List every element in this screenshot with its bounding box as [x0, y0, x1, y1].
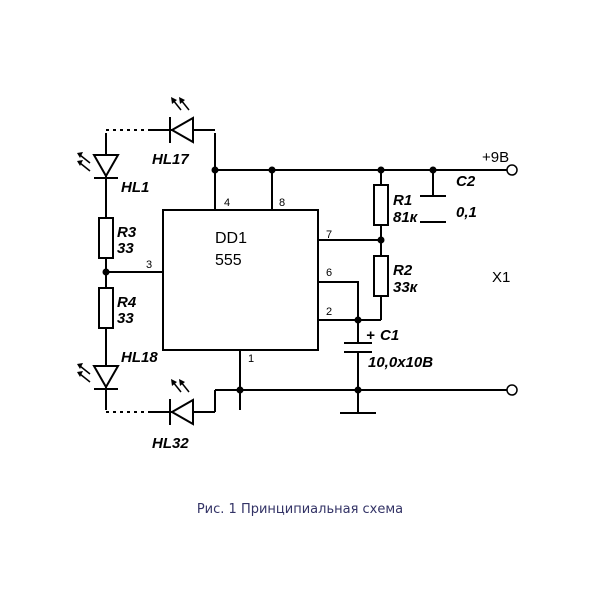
junction-dot	[268, 166, 276, 174]
junction-dot	[377, 166, 385, 174]
r2-value: 33к	[393, 279, 419, 296]
r1-body	[373, 184, 389, 226]
ic-dd1-type: 555	[215, 252, 242, 269]
hl1-label: HL1	[121, 179, 149, 196]
hl18-label: HL18	[121, 349, 158, 366]
r3-body	[98, 217, 114, 259]
supply-label: +9В	[482, 149, 509, 166]
c1-polarity: +	[366, 327, 375, 344]
hl32-label: HL32	[152, 435, 189, 452]
c1-label: C1	[380, 327, 399, 344]
hl17-label: HL17	[152, 151, 189, 168]
figure-caption: Рис. 1 Принципиальная схема	[196, 502, 404, 517]
ground-terminal[interactable]	[506, 384, 518, 396]
ic-dd1-body	[162, 209, 319, 351]
r1-label: R1	[393, 192, 412, 209]
led-hl18	[77, 363, 120, 390]
junction-dot	[211, 166, 219, 174]
junction-dot	[102, 268, 110, 276]
r3-label: R3	[117, 224, 137, 241]
pin-3-label: 3	[146, 259, 152, 271]
supply-terminal[interactable]	[506, 164, 518, 176]
pin-1-label: 1	[248, 353, 254, 365]
led-hl17	[169, 97, 194, 144]
pin-2-label: 2	[326, 306, 332, 318]
ic-dd1-name: DD1	[215, 230, 247, 247]
junction-dot	[354, 316, 362, 324]
c1-value: 10,0x10В	[368, 354, 433, 371]
pin-8-label: 8	[279, 197, 285, 209]
r3-value: 33	[117, 240, 134, 257]
c2-value: 0,1	[456, 204, 477, 221]
junction-dot	[354, 386, 362, 394]
r1-value: 81к	[393, 209, 419, 226]
junction-dot	[377, 236, 385, 244]
junction-dot	[236, 386, 244, 394]
r4-body	[98, 287, 114, 329]
r4-label: R4	[117, 294, 137, 311]
led-hl1	[77, 152, 120, 179]
pin-6-label: 6	[326, 267, 332, 279]
c2-label: C2	[456, 173, 476, 190]
r2-body	[373, 255, 389, 297]
pin-4-label: 4	[224, 197, 230, 209]
r2-label: R2	[393, 262, 413, 279]
led-hl32	[169, 379, 194, 426]
connector-label: X1	[492, 269, 510, 286]
pin6-wire	[318, 281, 359, 320]
pin-7-label: 7	[326, 229, 332, 241]
r4-value: 33	[117, 310, 134, 327]
junction-dot	[429, 166, 437, 174]
